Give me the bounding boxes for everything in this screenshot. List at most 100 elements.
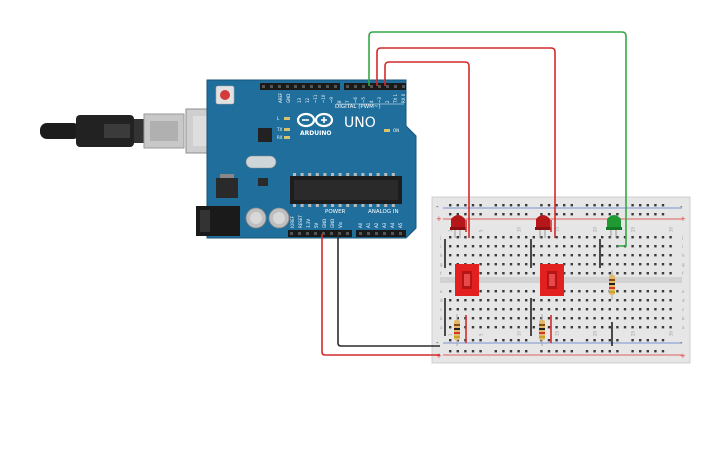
svg-text:-: - — [436, 339, 439, 347]
svg-text:+: + — [680, 352, 686, 360]
column-number: 1 — [448, 229, 453, 232]
digital-header — [260, 83, 406, 90]
analog-pin-label: A3 — [382, 222, 387, 228]
analog-pin-label: A1 — [366, 222, 371, 228]
digital-pin-label: ~9 — [329, 97, 334, 103]
row-letter: i — [682, 244, 683, 249]
pushbutton-1[interactable] — [455, 264, 479, 296]
row-letter: c — [682, 307, 684, 312]
column-number: 15 — [554, 226, 559, 232]
column-number: 15 — [554, 330, 559, 336]
digital-pin-label: 13 — [297, 97, 302, 103]
wire-red-5v[interactable] — [321, 234, 440, 356]
digital-pin-label: 4 — [369, 100, 374, 103]
analog-label: ANALOG IN — [368, 209, 399, 215]
row-letter: g — [682, 262, 685, 267]
svg-text:TX: TX — [276, 127, 282, 132]
svg-text:L: L — [277, 116, 280, 121]
column-number: 20 — [592, 226, 597, 232]
svg-text:-: - — [680, 339, 683, 347]
svg-text:+: + — [436, 352, 442, 360]
svg-text:-: - — [436, 203, 439, 211]
column-number: 25 — [630, 330, 635, 336]
digital-pin-label: ~5 — [361, 97, 366, 103]
analog-pin-label: A4 — [390, 222, 395, 228]
row-letter: f — [682, 271, 684, 276]
row-letter: d — [682, 298, 685, 303]
row-letter: i — [440, 244, 441, 249]
row-letter: j — [439, 235, 441, 240]
power-header — [288, 230, 406, 237]
row-letter: a — [682, 325, 685, 330]
capacitors — [245, 207, 290, 229]
resistor-1 — [454, 314, 460, 346]
svg-text:ON: ON — [393, 128, 399, 133]
red-led-1[interactable] — [450, 215, 466, 238]
gnd-label: GND — [286, 94, 291, 103]
digital-pin-label: 12 — [305, 97, 310, 103]
row-letter: e — [440, 289, 443, 294]
digital-label: DIGITAL (PWM~) — [335, 104, 381, 110]
row-letter: g — [440, 262, 443, 267]
column-number: 5 — [478, 229, 483, 232]
red-led-2[interactable] — [535, 215, 551, 238]
model-label: UNO — [344, 115, 376, 131]
column-number: 1 — [448, 333, 453, 336]
resistor-2 — [539, 314, 545, 346]
column-number: 25 — [630, 226, 635, 232]
brand-label: ARDUINO — [300, 130, 331, 137]
breadboard-jumpers — [444, 220, 613, 346]
digital-pin-label: RX 0 — [401, 93, 406, 103]
power-jack — [196, 206, 240, 236]
column-number: 30 — [668, 226, 673, 232]
analog-pin-label: A5 — [398, 222, 403, 228]
power-pin-label: RESET — [298, 215, 303, 228]
digital-pin-label: ~11 — [313, 94, 318, 103]
svg-text:+: + — [436, 215, 442, 223]
column-number: 10 — [516, 330, 521, 336]
column-number: 10 — [516, 226, 521, 232]
power-pin-label: IOREF — [290, 215, 295, 228]
wire-green-pin4[interactable] — [368, 31, 627, 247]
arduino-logo: ARDUINO UNO — [296, 112, 376, 137]
power-pin-label: 3.3V — [306, 219, 311, 228]
svg-text:+: + — [680, 215, 686, 223]
wire-red-pin3[interactable] — [376, 47, 556, 238]
pushbutton-2[interactable] — [540, 264, 564, 296]
digital-pin-label: ~3 — [377, 97, 382, 103]
onboard-leds: L TX RX ON — [276, 116, 399, 140]
resistor-3 — [609, 270, 615, 300]
column-number: 20 — [592, 330, 597, 336]
row-letter: b — [440, 316, 443, 321]
row-letter: b — [682, 316, 685, 321]
column-number: 5 — [478, 333, 483, 336]
atmega-chip — [290, 173, 402, 207]
reset-button[interactable] — [215, 85, 235, 105]
green-led[interactable] — [606, 215, 622, 238]
digital-pin-label: 8 — [337, 100, 342, 103]
power-pin-label: Vin — [338, 221, 343, 228]
row-letter: c — [440, 307, 442, 312]
row-letter: e — [682, 289, 685, 294]
digital-pin-label: TX 1 — [393, 94, 398, 104]
analog-pin-label: A2 — [374, 222, 379, 228]
svg-text:RX: RX — [277, 135, 283, 140]
row-letter: d — [440, 298, 443, 303]
digital-pin-label: ~6 — [353, 97, 358, 103]
analog-pin-label: A0 — [358, 222, 363, 228]
power-pin-label: 5V — [314, 222, 319, 228]
wire-red-pin2[interactable] — [384, 61, 470, 238]
digital-pin-label: 2 — [385, 100, 390, 103]
digital-pin-label: ~10 — [321, 94, 326, 103]
row-letter: a — [440, 325, 443, 330]
aref-label: AREF — [278, 92, 283, 103]
wire-black-gnd[interactable] — [337, 234, 440, 347]
svg-text:-: - — [680, 203, 683, 211]
row-letter: h — [440, 253, 443, 258]
power-label: POWER — [325, 209, 346, 215]
row-letter: j — [681, 235, 683, 240]
